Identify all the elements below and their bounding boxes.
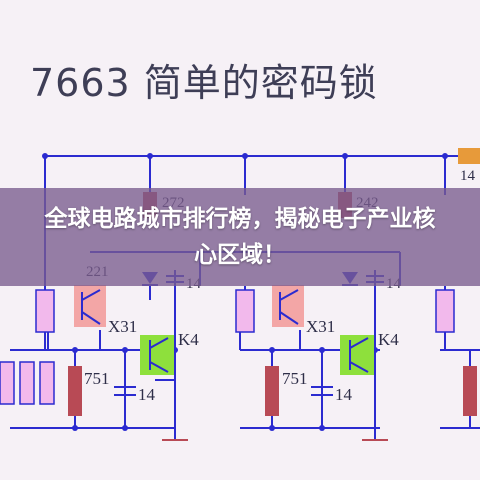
transistor-x31-a: [74, 285, 106, 327]
label-x31-b: X31: [306, 317, 335, 336]
transistor-symbols-pink: [81, 289, 299, 325]
transistor-k4-a: [140, 335, 174, 375]
label-14-bottom-a: 14: [138, 385, 156, 404]
label-751-b: 751: [282, 369, 308, 388]
label-751-a: 751: [84, 369, 110, 388]
transistor-symbols-green: [149, 337, 369, 373]
label-k4-a: K4: [178, 330, 199, 349]
headline-banner[interactable]: 全球电路城市排行榜，揭秘电子产业核心区域！: [0, 188, 480, 286]
transistor-x31-b: [272, 285, 304, 327]
transistor-k4-b: [340, 335, 374, 375]
label-x31-a: X31: [108, 317, 137, 336]
label-14-right: 14: [460, 168, 476, 184]
capacitors-bottom: [114, 386, 333, 396]
resistor-top-right: [458, 148, 480, 164]
resistor-751-c: [463, 366, 477, 416]
label-14-bottom-b: 14: [335, 385, 353, 404]
diagram-title: 7663 简单的密码锁: [30, 61, 378, 105]
resistor-751-b: [265, 366, 279, 416]
resistor-751-a: [68, 366, 82, 416]
junction-dots: [42, 153, 448, 431]
switches: [0, 289, 455, 405]
headline-text: 全球电路城市排行榜，揭秘电子产业核心区域！: [44, 206, 436, 268]
label-k4-b: K4: [378, 330, 399, 349]
